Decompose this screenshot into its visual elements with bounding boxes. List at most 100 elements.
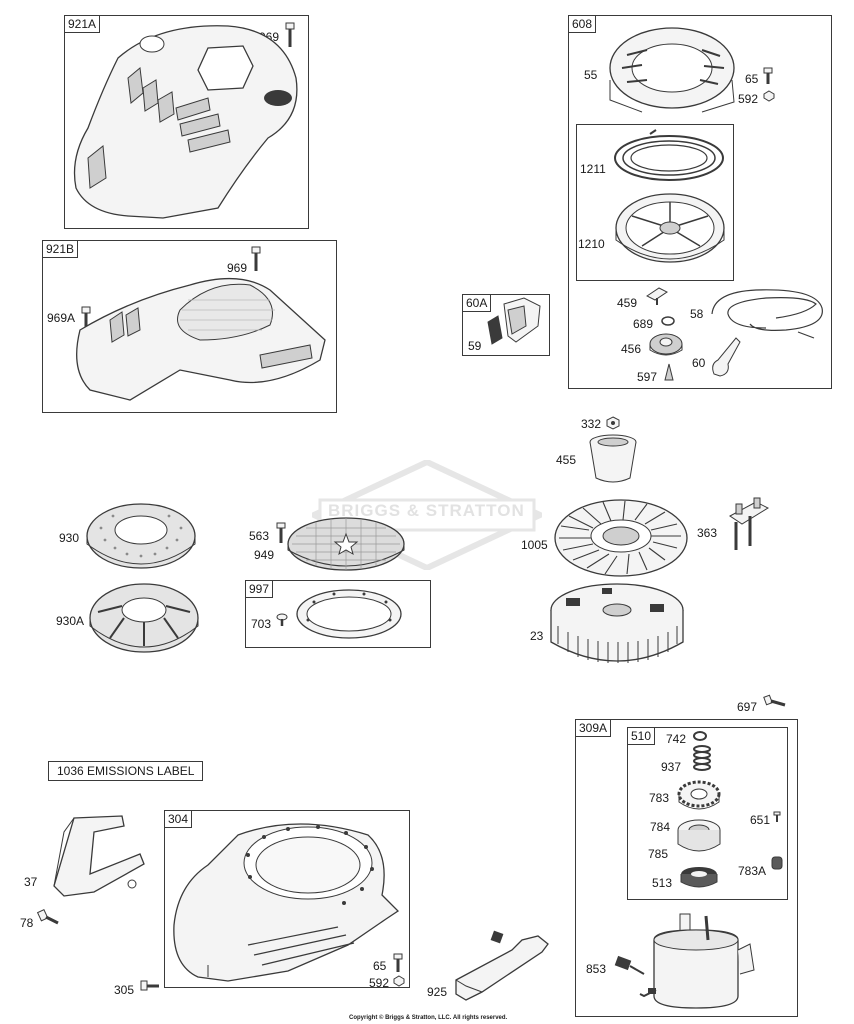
callout-937[interactable]: 937 xyxy=(661,760,682,774)
copyright-text: Copyright © Briggs & Stratton, LLC. All … xyxy=(349,1015,508,1021)
callout-592[interactable]: 592 xyxy=(369,976,390,990)
group-box-304 xyxy=(164,810,410,988)
starter-motor-icon xyxy=(639,913,755,1009)
callout-363[interactable]: 363 xyxy=(697,526,718,540)
grass-screen-icon xyxy=(287,517,405,571)
callout-784[interactable]: 784 xyxy=(650,820,671,834)
callout-563[interactable]: 563 xyxy=(249,529,270,543)
pinion-gear-icon xyxy=(680,867,718,888)
bolt-icon xyxy=(251,246,261,271)
nut-icon xyxy=(393,975,405,987)
starter-handle-icon xyxy=(712,337,741,377)
callout-969A[interactable]: 969A xyxy=(47,311,76,325)
callout-513[interactable]: 513 xyxy=(652,876,673,890)
air-guide-icon xyxy=(455,930,549,1001)
gear-icon xyxy=(677,780,721,810)
callout-59[interactable]: 59 xyxy=(468,339,482,353)
spring-icon xyxy=(693,745,711,771)
starter-cup-icon xyxy=(589,434,637,483)
callout-689[interactable]: 689 xyxy=(633,317,654,331)
callout-592[interactable]: 592 xyxy=(738,92,759,106)
bolt-icon xyxy=(763,694,786,707)
callout-742[interactable]: 742 xyxy=(666,732,687,746)
callout-456[interactable]: 456 xyxy=(621,342,642,356)
group-label-921B: 921B xyxy=(42,240,79,258)
callout-37[interactable]: 37 xyxy=(24,875,38,889)
screw-icon xyxy=(276,613,288,626)
group-box-309A xyxy=(575,719,798,1017)
group-box-921B xyxy=(42,240,337,413)
callout-65[interactable]: 65 xyxy=(745,72,759,86)
clutch-icon xyxy=(677,819,721,852)
callout-1210[interactable]: 1210 xyxy=(578,237,605,251)
callout-783A[interactable]: 783A xyxy=(738,864,767,878)
bolt-icon xyxy=(140,980,159,991)
callout-703[interactable]: 703 xyxy=(251,617,272,631)
blower-housing-cover-icon xyxy=(76,277,326,401)
pawl-retainer-icon xyxy=(649,333,683,356)
callout-949[interactable]: 949 xyxy=(254,548,275,562)
callout-65[interactable]: 65 xyxy=(373,959,387,973)
group-box-60A xyxy=(462,294,550,356)
callout-651[interactable]: 651 xyxy=(750,813,771,827)
group-label-997: 997 xyxy=(245,580,274,598)
group-label-608: 608 xyxy=(568,15,597,33)
callout-58[interactable]: 58 xyxy=(690,307,704,321)
group-label-309A: 309A xyxy=(575,719,612,737)
group-box-921A xyxy=(64,15,309,229)
group-label-304: 304 xyxy=(164,810,193,828)
callout-783[interactable]: 783 xyxy=(649,791,670,805)
starter-pulley-icon xyxy=(615,193,725,263)
callout-60[interactable]: 60 xyxy=(692,356,706,370)
screw-icon xyxy=(276,522,286,543)
callout-1211[interactable]: 1211 xyxy=(580,162,606,176)
fan-icon xyxy=(554,499,688,577)
callout-459[interactable]: 459 xyxy=(617,296,638,310)
emissions-label-tag[interactable]: 1036 EMISSIONS LABEL xyxy=(48,761,204,781)
callout-455[interactable]: 455 xyxy=(556,453,577,467)
rotating-screen-icon xyxy=(89,583,199,653)
callout-55[interactable]: 55 xyxy=(584,68,598,82)
group-box-997 xyxy=(245,580,431,648)
watermark-text: BRIGGS & STRATTON xyxy=(328,501,525,520)
callout-1005[interactable]: 1005 xyxy=(521,538,548,552)
callout-930[interactable]: 930 xyxy=(59,531,80,545)
callout-697[interactable]: 697 xyxy=(737,700,758,714)
spacer-icon xyxy=(771,856,783,870)
rotating-screen-icon xyxy=(86,503,196,569)
blower-housing-cover-icon xyxy=(73,25,298,219)
callout-597[interactable]: 597 xyxy=(637,370,658,384)
callout-930A[interactable]: 930A xyxy=(56,614,85,628)
blower-housing-icon xyxy=(173,823,400,982)
bolt-icon xyxy=(36,909,59,925)
callout-785[interactable]: 785 xyxy=(648,847,669,861)
brake-icon xyxy=(729,497,770,550)
group-label-60A: 60A xyxy=(462,294,492,312)
callout-23[interactable]: 23 xyxy=(530,629,544,643)
screw-icon xyxy=(773,811,781,822)
group-label-921A: 921A xyxy=(64,15,101,33)
group-box-1210-1211 xyxy=(576,124,734,281)
callout-969[interactable]: 969 xyxy=(227,261,248,275)
callout-925[interactable]: 925 xyxy=(427,985,448,999)
callout-78[interactable]: 78 xyxy=(20,916,34,930)
retainer-clip-icon xyxy=(693,731,707,741)
bolt-icon xyxy=(285,22,295,47)
screw-icon xyxy=(664,363,674,381)
callout-305[interactable]: 305 xyxy=(114,983,135,997)
starter-rope-icon xyxy=(711,289,823,339)
group-label-510: 510 xyxy=(627,727,656,745)
starter-pawl-icon xyxy=(646,287,668,305)
flywheel-icon xyxy=(550,583,684,663)
callout-332[interactable]: 332 xyxy=(581,417,602,431)
group-box-510 xyxy=(627,727,788,900)
bolt-icon xyxy=(763,67,773,84)
bolt-icon xyxy=(393,953,403,972)
nut-icon xyxy=(763,90,775,102)
callout-853[interactable]: 853 xyxy=(586,962,607,976)
handle-insert-icon xyxy=(487,297,541,345)
retainer-ring-icon xyxy=(661,316,675,326)
flywheel-nut-icon xyxy=(606,416,620,430)
rewind-starter-cover-icon xyxy=(609,27,735,113)
